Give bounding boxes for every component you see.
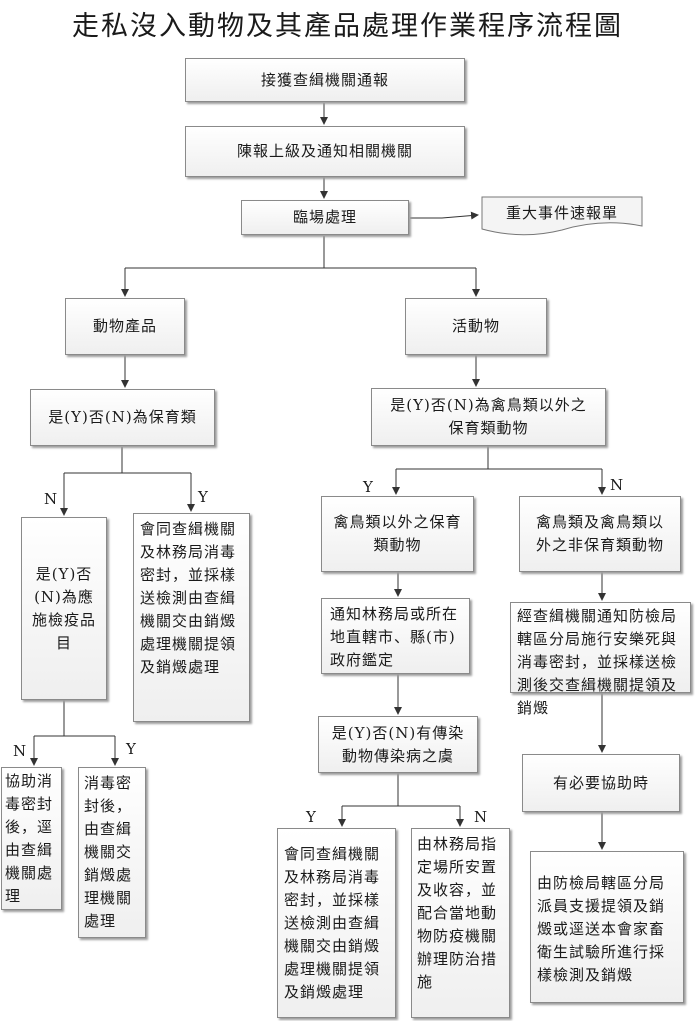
live-animals-node: 活動物 xyxy=(405,298,547,355)
bapq-dispatch-node: 由防檢局轄區分局派員支援提領及銷燬或逕送本會家畜衛生試驗所進行採樣檢測及銷燬 xyxy=(530,851,684,1003)
question-nonbird-protected-label: 是(Y)否(N)為禽鳥類以外之保育類動物 xyxy=(390,396,587,437)
live-animals-label: 活動物 xyxy=(451,317,500,335)
report-node: 陳報上級及通知相關機關 xyxy=(185,126,465,177)
euthanize-node: 經查緝機關通知防檢局轄區分局施行安樂死與消毒密封，並採樣送檢測後交查緝機關提領及… xyxy=(510,602,691,717)
yes-label-seal: Y xyxy=(126,740,136,758)
onsite-handling-label: 臨場處理 xyxy=(292,208,357,226)
receive-notice-label: 接獲查緝機關通報 xyxy=(260,70,389,89)
notify-forestry-label: 通知林務局或所在地直轄市、縣(市)政府鑑定 xyxy=(330,605,459,669)
no-label-quarantine: N xyxy=(44,490,58,508)
report-label: 陳報上級及通知相關機關 xyxy=(236,142,413,160)
yes-label-protected: Y xyxy=(198,488,208,506)
euthanize-label: 經查緝機關通知防檢局轄區分局施行安樂死與消毒密封，並採樣送檢測後交查緝機關提領及… xyxy=(517,607,678,717)
question-protected-label: 是(Y)否(N)為保育類 xyxy=(48,408,197,426)
no-label-disease: N xyxy=(474,808,488,826)
question-nonbird-protected-node: 是(Y)否(N)為禽鳥類以外之保育類動物 xyxy=(371,388,606,446)
when-needed-label: 有必要協助時 xyxy=(552,773,649,792)
bird-nonprotected-label: 禽鳥類及禽鳥類以外之非保育類動物 xyxy=(535,513,664,554)
page-title: 走私沒入動物及其產品處理作業程序流程圖 xyxy=(72,11,623,42)
seal-live-label: 會同查緝機關及林務局消毒密封，並採樣送檢測由查緝機關交由銷燬處理機關提領及銷燬處… xyxy=(284,845,381,1001)
question-disease-node: 是(Y)否(N)有傳染動物傳染病之虞 xyxy=(318,716,478,773)
incident-report-form-text: 重大事件速報單 xyxy=(505,203,618,222)
seal-dispose-label: 消毒密封後，由查緝機關交銷燬處理機關處理 xyxy=(84,774,133,930)
onsite-handling-node: 臨場處理 xyxy=(241,200,409,235)
forestry-place-label: 由林務局指定場所安置及收容，並配合當地動物防疫機關辦理防治措施 xyxy=(417,835,498,991)
seal-live-node: 會同查緝機關及林務局消毒密封，並採樣送檢測由查緝機關交由銷燬處理機關提領及銷燬處… xyxy=(277,828,396,1018)
question-quarantine-node: 是(Y)否(N)為應施檢疫品目 xyxy=(21,517,107,700)
bird-nonprotected-node: 禽鳥類及禽鳥類以外之非保育類動物 xyxy=(519,496,681,572)
seal-products-node: 會同查緝機關及林務局消毒密封，並採樣送檢測由查緝機關交由銷燬處理機關提領及銷燬處… xyxy=(133,513,250,722)
nonbird-protected-label: 禽鳥類以外之保育類動物 xyxy=(333,513,462,554)
receive-notice-node: 接獲查緝機關通報 xyxy=(185,58,465,102)
assist-seal-node: 協助消毒密封後，逕由查緝機關處理 xyxy=(1,767,62,910)
incident-report-form-shape xyxy=(481,196,643,236)
question-protected-node: 是(Y)否(N)為保育類 xyxy=(30,389,215,446)
when-needed-node: 有必要協助時 xyxy=(522,754,680,812)
yes-label-nonbird: Y xyxy=(363,478,373,496)
incident-report-form-label: 重大事件速報單 xyxy=(481,196,643,228)
seal-dispose-node: 消毒密封後，由查緝機關交銷燬處理機關處理 xyxy=(78,767,146,938)
seal-products-label: 會同查緝機關及林務局消毒密封，並採樣送檢測由查緝機關交由銷燬處理機關提領及銷燬處… xyxy=(140,520,237,676)
assist-seal-label: 協助消毒密封後，逕由查緝機關處理 xyxy=(5,772,54,905)
animal-products-label: 動物產品 xyxy=(92,317,157,335)
no-label-assist: N xyxy=(13,742,27,760)
bapq-dispatch-label: 由防檢局轄區分局派員支援提領及銷燬或逕送本會家畜衛生試驗所進行採樣檢測及銷燬 xyxy=(537,874,666,984)
no-label-bird: N xyxy=(610,476,624,494)
notify-forestry-node: 通知林務局或所在地直轄市、縣(市)政府鑑定 xyxy=(321,598,470,674)
animal-products-node: 動物產品 xyxy=(65,298,185,355)
nonbird-protected-node: 禽鳥類以外之保育類動物 xyxy=(321,496,474,572)
question-disease-label: 是(Y)否(N)有傳染動物傳染病之虞 xyxy=(331,723,465,765)
forestry-place-node: 由林務局指定場所安置及收容，並配合當地動物防疫機關辦理防治措施 xyxy=(411,828,510,1018)
yes-label-disease: Y xyxy=(306,808,316,826)
question-quarantine-label: 是(Y)否(N)為應施檢疫品目 xyxy=(31,564,96,652)
